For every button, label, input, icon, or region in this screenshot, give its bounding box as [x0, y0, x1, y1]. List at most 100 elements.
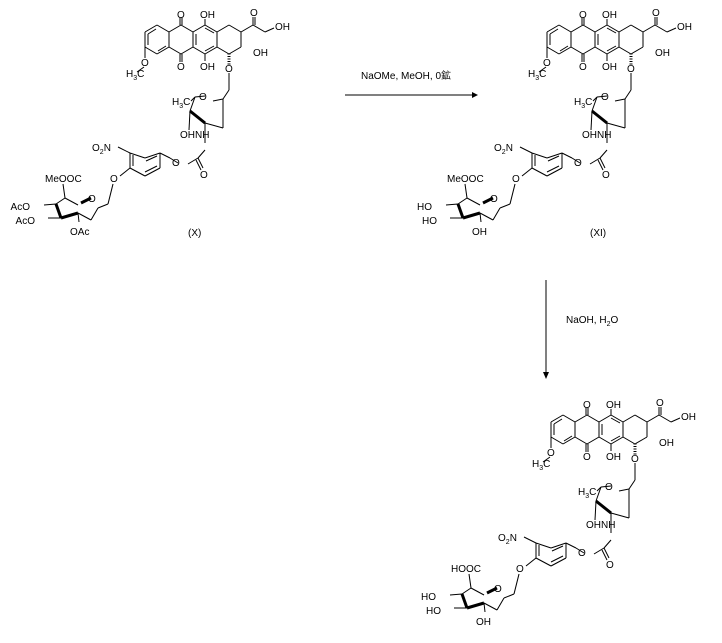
bond: [264, 27, 275, 33]
atom-phenol-oh: OH: [200, 10, 215, 21]
nitro-group: O2N: [498, 533, 517, 546]
bond: [550, 414, 564, 423]
atom-tert-oh: OH: [253, 48, 268, 59]
bond: [562, 436, 576, 445]
atom-sugar-oh: OH: [582, 130, 597, 141]
step1-conditions: NaOMe, MeOH, 0鉱: [361, 69, 451, 82]
step2-conditions-prefix: NaOH, H: [566, 315, 607, 326]
atom-phenol-oh: OH: [606, 400, 621, 411]
bond: [43, 203, 57, 206]
bond: [603, 547, 610, 559]
step2-conditions: NaOH, H2O: [566, 315, 618, 328]
atom-ring-o: O: [494, 584, 502, 595]
nitro-group-main: O: [498, 533, 506, 544]
sugar-substituent-4: HO: [417, 202, 432, 213]
bond: [479, 212, 494, 221]
bond: [550, 436, 564, 445]
step2-conditions-sub: 2: [607, 321, 611, 328]
atom-nh: NH: [597, 130, 611, 141]
bold-bond: [60, 211, 79, 220]
bond: [610, 436, 624, 445]
bond: [523, 536, 537, 544]
bond: [630, 46, 644, 55]
atom-ring-o: O: [490, 194, 498, 205]
bond: [575, 547, 585, 554]
reaction-arrow-1: [345, 92, 478, 98]
atom-carbonyl-o: O: [200, 170, 208, 181]
nitro-group: O2N: [92, 143, 111, 156]
bold-bond: [591, 109, 608, 125]
bond: [562, 414, 576, 423]
sugar-methyl-main: H: [172, 97, 179, 108]
bond: [204, 122, 224, 129]
bond: [470, 587, 485, 596]
methoxy-methyl-main: H: [532, 459, 539, 470]
bond: [204, 46, 218, 55]
bond: [445, 203, 459, 206]
sugar-substituent-2: OH: [472, 227, 487, 238]
bond: [582, 24, 596, 33]
bold-bond: [595, 499, 612, 515]
bond: [144, 46, 158, 55]
bond: [618, 488, 630, 492]
bond: [597, 159, 604, 171]
bold-bond: [54, 203, 63, 219]
bond: [634, 414, 648, 423]
bond: [204, 24, 218, 33]
atom-glycoside-o: O: [225, 64, 233, 75]
bond: [180, 24, 194, 33]
bond: [606, 45, 617, 52]
bond: [586, 436, 600, 445]
nitro-group-sub: 2: [502, 149, 506, 156]
bond: [492, 207, 501, 221]
bond: [503, 593, 515, 599]
bond: [593, 547, 605, 555]
atom-ketone-o: O: [250, 8, 258, 19]
bond: [654, 24, 668, 33]
atom-phenol-oh: OH: [602, 62, 617, 73]
atom-aryl-o: O: [512, 174, 520, 185]
atom-quinone-o: O: [579, 62, 587, 73]
bond: [618, 24, 632, 33]
atom-methoxy-o: O: [543, 58, 551, 69]
bond: [483, 602, 498, 611]
bond: [144, 24, 158, 33]
bond: [618, 46, 632, 55]
bond: [670, 417, 681, 423]
sugar-methyl: H3C: [578, 487, 596, 500]
atom-tert-oh: OH: [655, 48, 670, 59]
sugar-methyl-sub: 3: [179, 103, 183, 110]
methoxy-methyl-tail: C: [137, 69, 144, 80]
bond: [546, 24, 560, 33]
sugar-methyl-sub: 3: [581, 103, 585, 110]
bond: [610, 435, 621, 442]
bond: [546, 167, 563, 177]
bond: [570, 46, 584, 55]
bond: [145, 155, 158, 162]
atom-aryl-o: O: [516, 564, 524, 575]
bond: [204, 27, 215, 34]
bond: [64, 197, 79, 206]
bond: [168, 24, 182, 33]
bond: [634, 436, 648, 445]
bond: [547, 155, 560, 162]
bond: [535, 557, 552, 567]
atom-carbonyl-o: O: [606, 560, 614, 571]
bond: [222, 89, 230, 100]
bond: [192, 24, 206, 33]
atom-phenol-oh: OH: [606, 452, 621, 463]
nitro-group-sub: 2: [100, 149, 104, 156]
sugar-methyl-main: H: [574, 97, 581, 108]
bond: [542, 456, 551, 463]
bold-bond: [462, 211, 481, 220]
bond: [509, 183, 516, 205]
bond: [614, 98, 626, 102]
bond: [129, 152, 146, 159]
atom-glycoside-o: O: [631, 454, 639, 465]
bond: [622, 436, 636, 445]
atom-sugar-oh: OH: [586, 520, 601, 531]
bond: [563, 435, 573, 442]
bond: [550, 555, 564, 563]
